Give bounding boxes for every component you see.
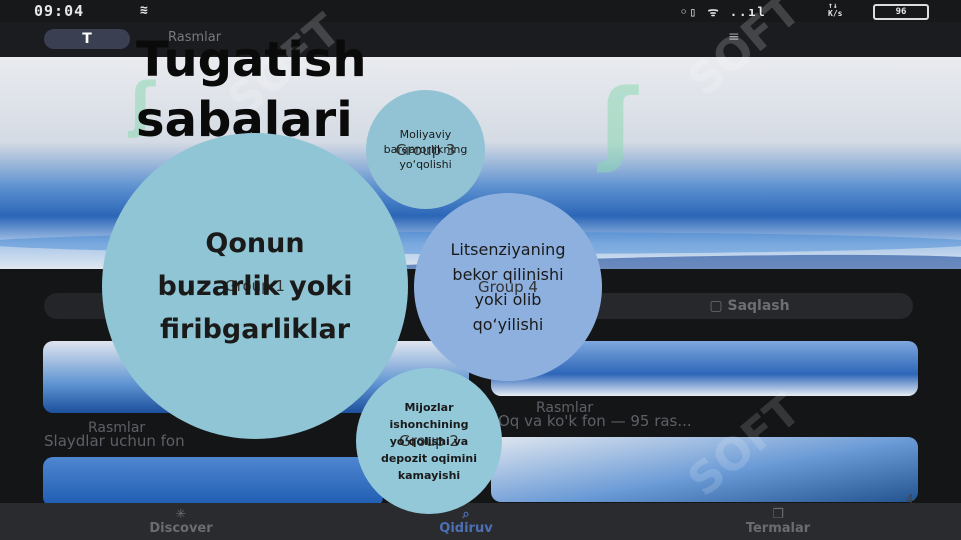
bubble-group-4: Group 4 Litsenziyaning bekor qilinishi y… xyxy=(414,193,602,381)
bubble-text: Moliyaviy barqarorlikning yo‘qolishi xyxy=(383,128,468,171)
save-button[interactable]: ▢ Saqlash xyxy=(586,293,913,319)
watermark-logo: ʃ xyxy=(600,70,638,175)
bubble-text: Litsenziyaning bekor qilinishi yoki olib… xyxy=(450,240,566,334)
wifi-icon: ≋ xyxy=(140,3,148,18)
watermark-logo: ʃ xyxy=(130,70,155,140)
signal-icon: ◦▯ ᯤ ..ıl xyxy=(680,5,767,19)
nav-tabs[interactable]: ❐ Termalar xyxy=(718,507,838,536)
app-bar: T Rasmlar ≡ xyxy=(0,22,961,57)
result-thumbnail[interactable] xyxy=(491,437,918,502)
tabs-icon: ❐ xyxy=(772,507,784,522)
bottom-nav: ✳ Discover ⌕ Qidiruv ❐ Termalar xyxy=(0,503,961,540)
nav-label: Qidiruv xyxy=(439,521,493,536)
nav-search[interactable]: ⌕ Qidiruv xyxy=(406,507,526,536)
bookmark-icon: ▢ xyxy=(709,298,728,314)
result-title[interactable]: Oq va ko'k fon — 95 ras... xyxy=(498,412,692,430)
menu-icon[interactable]: ≡ xyxy=(728,29,740,45)
group-label: Group 2 xyxy=(399,432,459,450)
save-label: Saqlash xyxy=(727,298,790,314)
bubble-group-1: Group 1 Qonun buzarlik yoki firibgarlikl… xyxy=(102,133,408,439)
nav-label: Termalar xyxy=(745,521,811,536)
app-logo[interactable]: T xyxy=(44,29,130,49)
nav-discover[interactable]: ✳ Discover xyxy=(121,507,241,536)
bubble-group-2: Group 2 Mijozlar ishonchining yo‘qolishi… xyxy=(356,368,502,514)
status-bar: 09:04 ≋ ◦▯ ᯤ ..ıl ↑↓K/s 96 xyxy=(0,0,961,22)
nav-label: Discover xyxy=(149,521,213,536)
group-label: Group 3 xyxy=(395,140,456,159)
result-thumbnail[interactable] xyxy=(43,457,383,507)
bubble-text: Qonun buzarlik yoki firibgarliklar xyxy=(157,227,353,345)
battery-indicator: 96 xyxy=(873,4,929,20)
result-title[interactable]: Slaydlar uchun fon xyxy=(44,432,185,450)
asterisk-icon: ✳ xyxy=(175,507,187,522)
result-source: Rasmlar xyxy=(88,420,146,436)
search-icon: ⌕ xyxy=(462,507,470,522)
result-source: Rasmlar xyxy=(536,400,594,416)
clock: 09:04 xyxy=(34,2,85,20)
network-speed-icon: ↑↓K/s xyxy=(828,1,843,18)
slide-page-number: 4 xyxy=(906,492,914,506)
group-label: Group 4 xyxy=(478,278,538,296)
bubble-group-3: Group 3 Moliyaviy barqarorlikning yo‘qol… xyxy=(366,90,485,209)
slide-title: Tugatish sabalari xyxy=(136,32,367,148)
group-label: Group 1 xyxy=(225,277,285,295)
site-label: Rasmlar xyxy=(168,30,222,45)
bubble-text: Mijozlar ishonchining yo‘qolishi va depo… xyxy=(380,400,478,482)
